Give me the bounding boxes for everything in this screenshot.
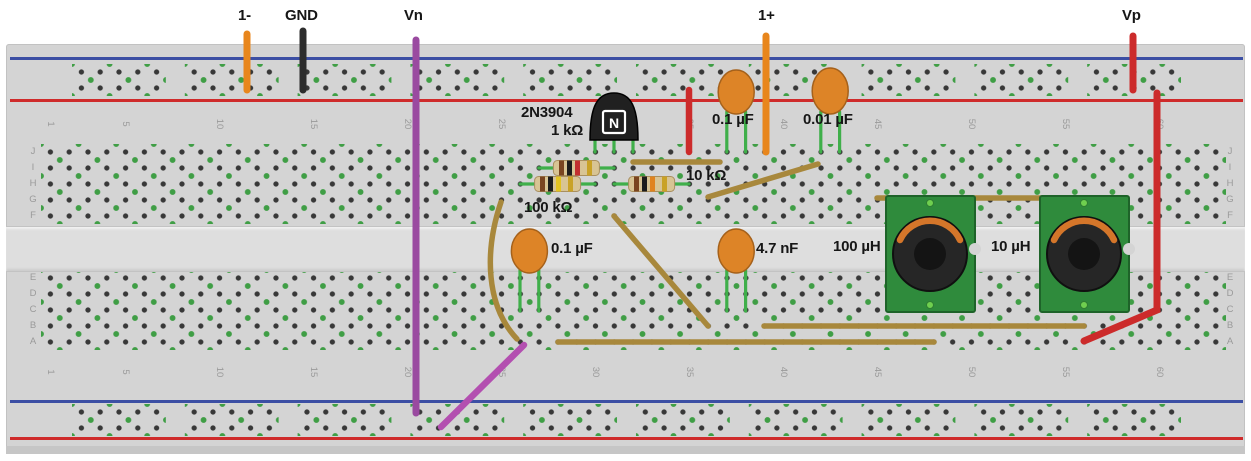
label-cap-01uf-bottom: 0.1 µF: [551, 240, 593, 257]
color-band: [650, 176, 655, 192]
bottom-rail-red-line: [10, 437, 1243, 440]
color-band: [634, 176, 639, 192]
row-letter: J: [30, 146, 36, 157]
color-band: [567, 160, 572, 176]
row-letter: H: [1226, 178, 1234, 189]
row-letter: E: [29, 272, 37, 283]
coil-core: [1068, 238, 1100, 270]
color-band: [540, 176, 545, 192]
label-inductor-100uh: 100 µH: [833, 238, 881, 255]
row-letter: F: [30, 210, 36, 221]
label-cap-47nf: 4.7 nF: [756, 240, 799, 257]
label-cap-01uf-top: 0.1 µF: [712, 111, 754, 128]
row-letter: G: [1226, 194, 1234, 205]
label-1minus: 1-: [238, 7, 251, 24]
color-band: [575, 160, 580, 176]
jumper-wire-left-curve: [487, 199, 520, 342]
top-power-rail-holes: [72, 64, 1182, 96]
row-letter: J: [1227, 146, 1233, 157]
row-letter: I: [31, 162, 35, 173]
main-grid-bottom-holes: [40, 270, 1226, 350]
transistor-logo-box: [601, 109, 627, 135]
label-inductor-10uh: 10 µH: [991, 238, 1031, 255]
resistor-1k: [537, 160, 616, 176]
color-band: [662, 176, 667, 192]
inductor-10uh: [1039, 195, 1135, 313]
pcb-pin: [926, 199, 934, 207]
label-resistor-100k: 100 kΩ: [524, 199, 573, 216]
color-band: [568, 176, 573, 192]
capacitor-001uf: [811, 67, 849, 154]
row-letter: B: [1226, 320, 1234, 331]
label-cap-001uf: 0.01 µF: [803, 111, 853, 128]
pcb-notch: [969, 243, 981, 255]
label-gnd: GND: [285, 7, 318, 24]
jumper-wire-diagonal-top: [705, 161, 821, 200]
row-letter: H: [29, 178, 37, 189]
row-letter: A: [29, 336, 37, 347]
capacitor-01uf-bottom: [510, 228, 549, 313]
pcb-pin: [1080, 199, 1088, 207]
row-letter: B: [29, 320, 37, 331]
label-vp: Vp: [1122, 7, 1141, 24]
bottom-rail-blue-line: [10, 400, 1243, 403]
color-band: [587, 160, 592, 176]
capacitor-body: [717, 228, 755, 274]
capacitor-47nf: [717, 228, 755, 313]
wire-bottom-rail-jumper: [437, 341, 528, 431]
color-band: [548, 176, 553, 192]
transistor-2n3904: N: [589, 92, 639, 154]
coil-core: [914, 238, 946, 270]
row-letter: A: [1226, 336, 1234, 347]
jumper-wire-diagonal-middle: [611, 213, 711, 329]
capacitor-body: [510, 228, 549, 274]
row-letter: C: [29, 304, 37, 315]
transistor-marking: N: [609, 115, 619, 131]
pcb-pin: [1080, 301, 1088, 309]
coil-copper-band: [896, 217, 964, 244]
color-band: [642, 176, 647, 192]
pcb-notch: [1123, 243, 1135, 255]
wire-vp-long: [1080, 89, 1161, 345]
board-bottom-edge: [6, 446, 1245, 454]
label-resistor-10k: 10 kΩ: [686, 167, 727, 184]
row-letter: I: [1228, 162, 1232, 173]
bottom-power-rail-holes: [72, 404, 1182, 436]
row-letter: C: [1226, 304, 1234, 315]
capacitor-body: [811, 67, 849, 115]
pcb-pin: [926, 301, 934, 309]
label-resistor-1k: 1 kΩ: [551, 122, 584, 139]
row-letter: D: [1226, 288, 1234, 299]
capacitor-01uf-top: [717, 69, 755, 154]
inductor-100uh: [885, 195, 981, 313]
row-letter: G: [29, 194, 37, 205]
label-vn: Vn: [404, 7, 423, 24]
row-letter: E: [1226, 272, 1234, 283]
capacitor-body: [717, 69, 755, 115]
row-letter: F: [1227, 210, 1233, 221]
top-rail-blue-line: [10, 57, 1243, 60]
color-band: [559, 160, 564, 176]
color-band: [556, 176, 561, 192]
label-1plus: 1+: [758, 7, 775, 24]
resistor-100k: [518, 176, 597, 192]
resistor-10k: [612, 176, 691, 192]
row-letter: D: [29, 288, 37, 299]
coil-copper-band: [1050, 217, 1118, 244]
label-transistor: 2N3904: [521, 104, 573, 121]
